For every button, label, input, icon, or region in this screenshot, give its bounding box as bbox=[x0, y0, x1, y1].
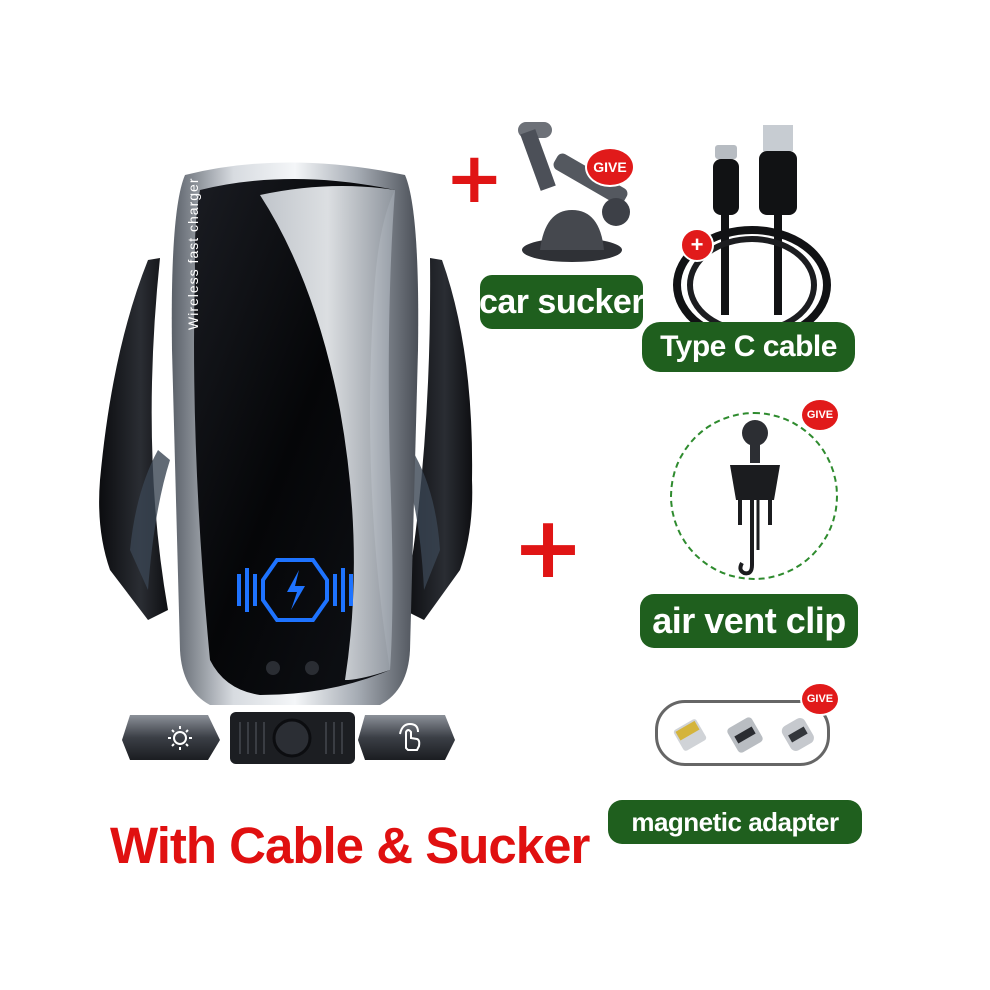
wireless-charging-led-icon bbox=[237, 558, 353, 622]
charger-body-text: Wireless fast charger bbox=[185, 177, 201, 330]
air-vent-clip-image bbox=[730, 420, 780, 576]
air-vent-clip-circle bbox=[670, 412, 838, 580]
air-vent-clip-give-badge: GIVE bbox=[800, 398, 840, 432]
magnetic-adapter-frame bbox=[655, 700, 830, 766]
car-sucker-label: car sucker bbox=[479, 275, 645, 329]
type-c-cable-label: Type C cable bbox=[642, 322, 855, 372]
type-c-cable-plus-badge: + bbox=[680, 228, 714, 262]
magnetic-adapter-label: magnetic adapter bbox=[608, 800, 862, 844]
magnetic-adapter-give-badge: GIVE bbox=[800, 682, 840, 716]
charger-mount-image bbox=[99, 162, 473, 764]
car-sucker-image bbox=[518, 122, 630, 262]
magnetic-adapter-image bbox=[673, 717, 814, 753]
touch-hand-icon bbox=[399, 722, 421, 751]
plus-sign-middle: + bbox=[512, 498, 585, 598]
sun-brightness-icon bbox=[168, 726, 192, 750]
air-vent-clip-label: air vent clip bbox=[640, 594, 858, 648]
headline-text: With Cable & Sucker bbox=[110, 817, 590, 874]
car-sucker-give-badge: GIVE bbox=[585, 147, 635, 187]
plus-sign-top: + bbox=[445, 137, 504, 219]
